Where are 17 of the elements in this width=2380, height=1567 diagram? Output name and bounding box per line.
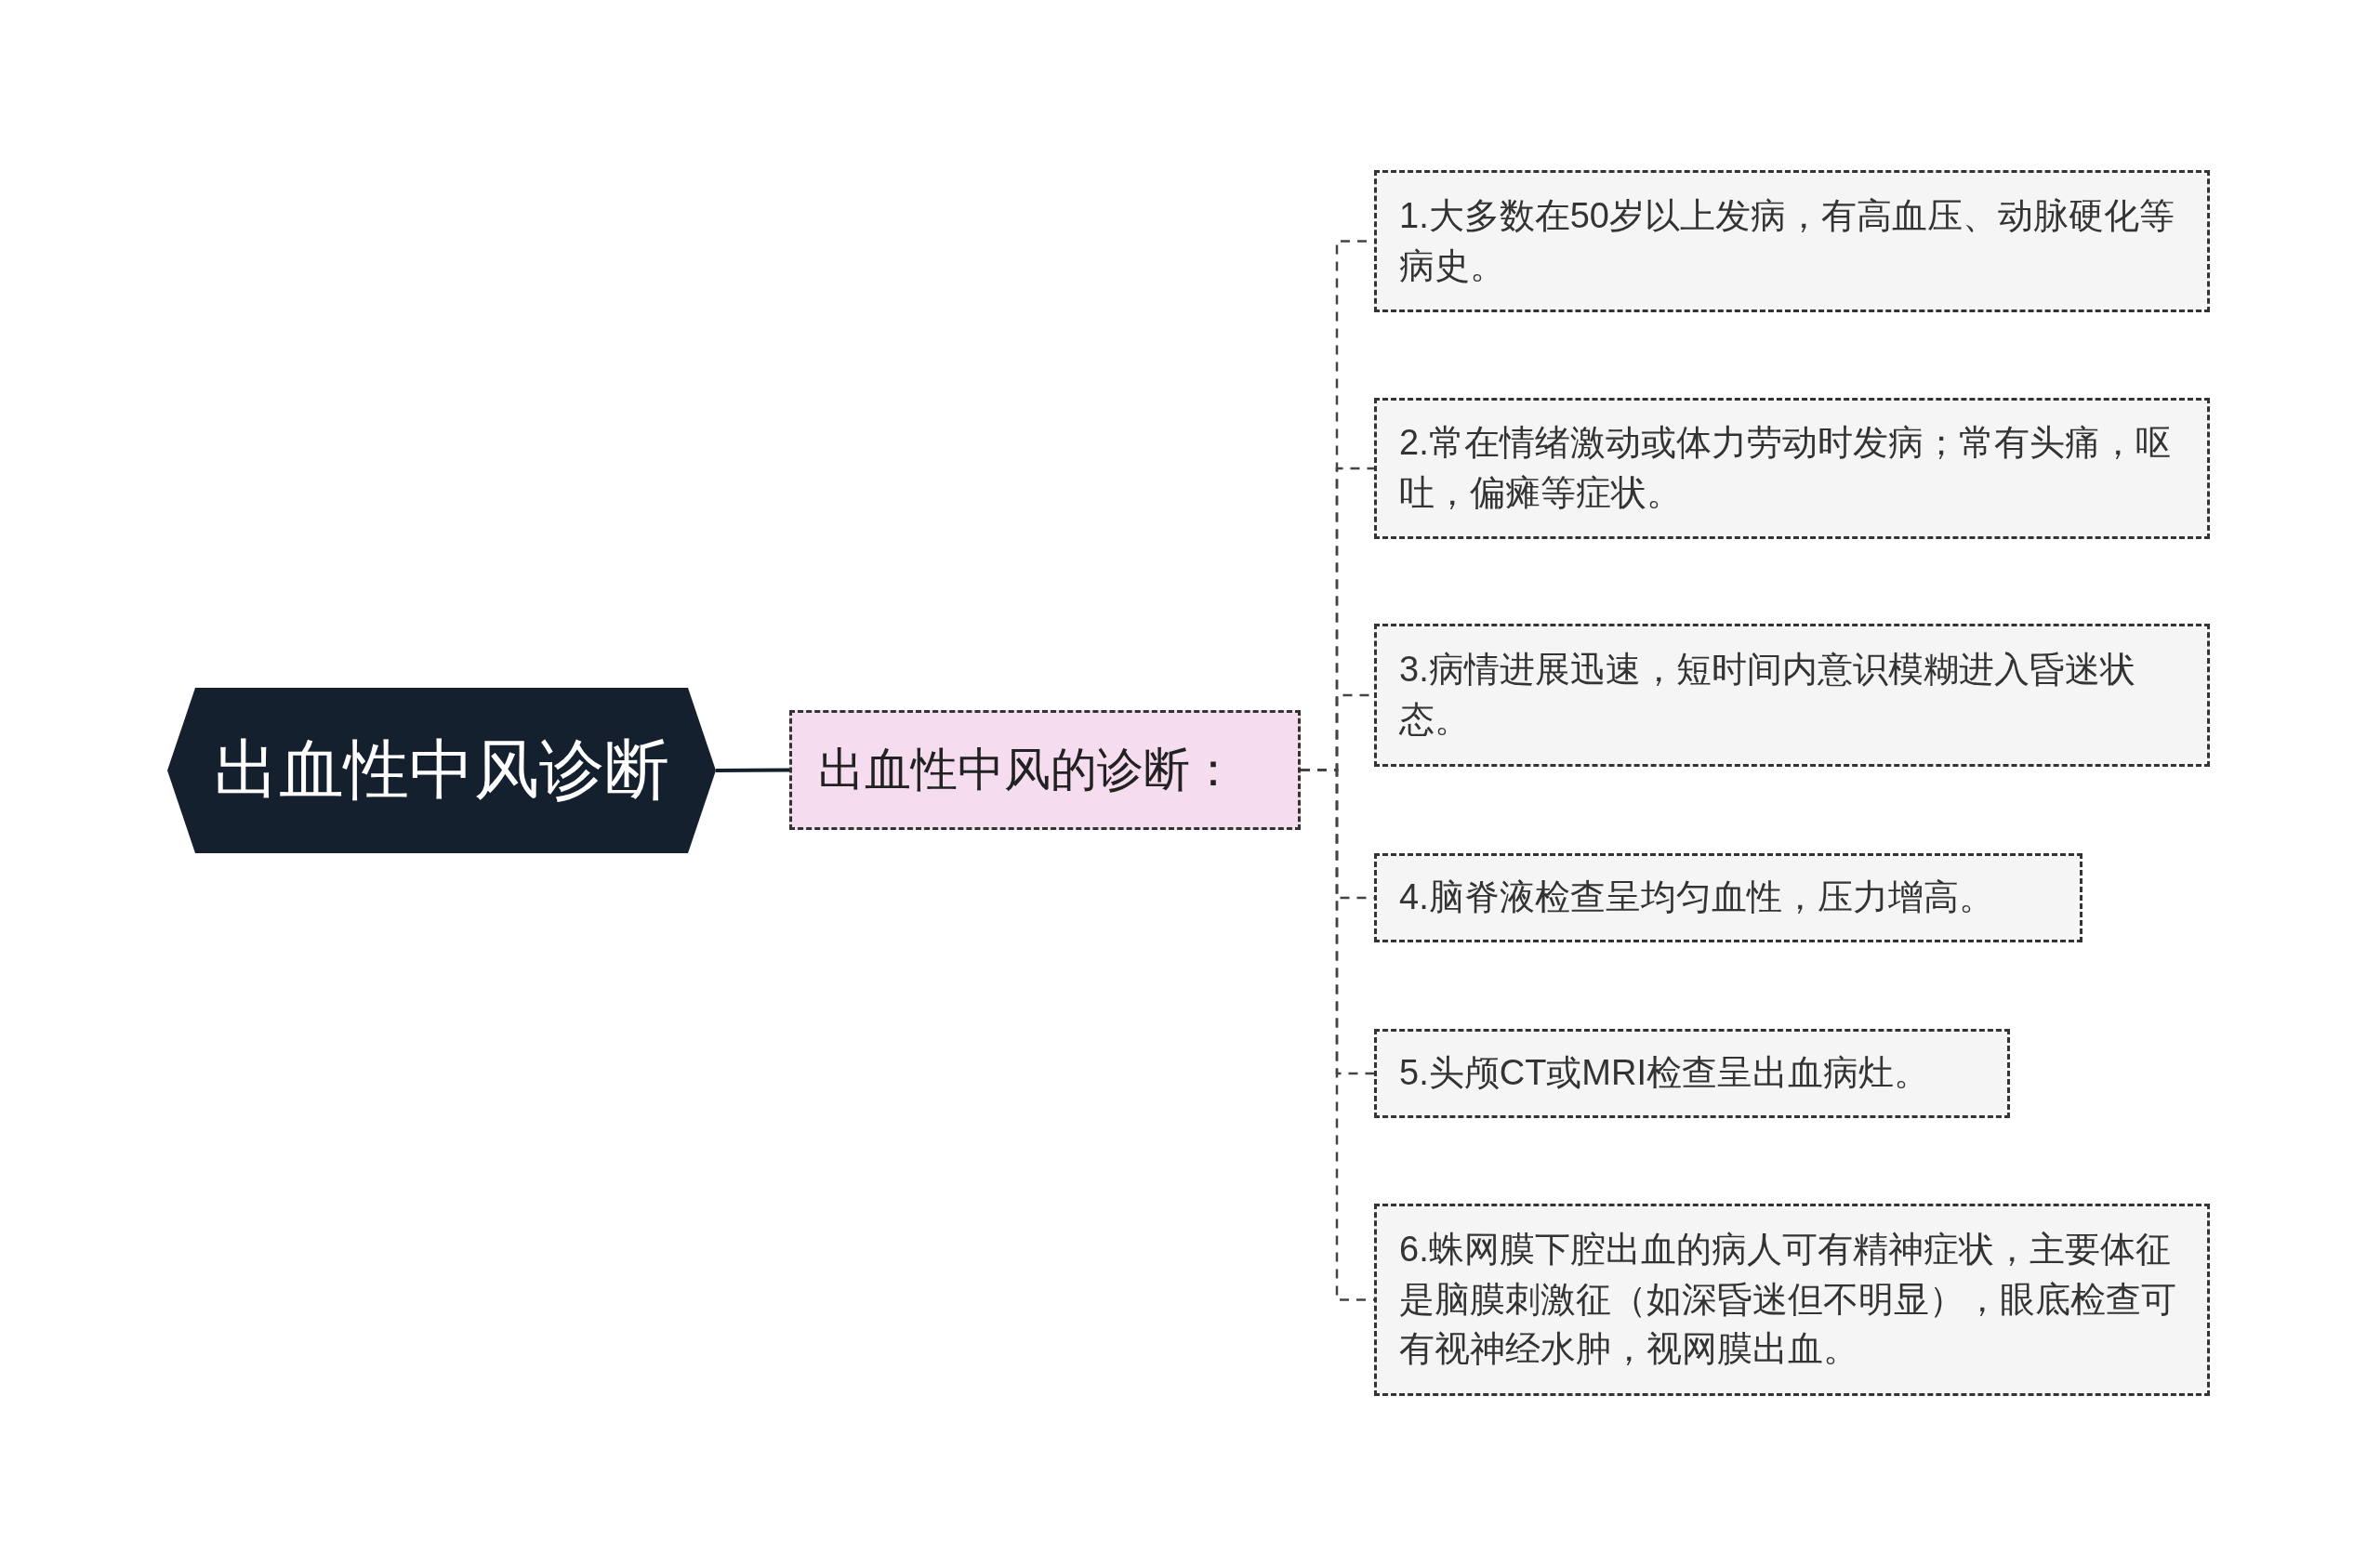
- topic-box: [789, 710, 1301, 830]
- node-text: 4.脑脊液检查呈均匀血性，压力增高。: [1399, 876, 1994, 918]
- node-text: 6.蛛网膜下腔出血的病人可有精神症状，主要体征是脑膜刺激征（如深昏迷但不明显），眼底检查可有视神经水肿，视网膜出血。: [1399, 1228, 2177, 1371]
- detail-box: [1374, 624, 2210, 767]
- node-text: 5.头颅CT或MRI检查呈出血病灶。: [1399, 1052, 1929, 1094]
- node-text: 出血性中风诊断: [214, 732, 669, 809]
- hexagon-node: [167, 688, 716, 853]
- connector-line: [716, 768, 789, 772]
- detail-box: [1374, 398, 2210, 539]
- node-text: 出血性中风的诊断：: [818, 743, 1236, 798]
- detail-box: [1374, 853, 2082, 942]
- node-text: 2.常在情绪激动或体力劳动时发病；常有头痛，呕吐，偏瘫等症状。: [1399, 422, 2172, 514]
- detail-box: [1374, 1204, 2210, 1396]
- detail-box: [1374, 170, 2210, 312]
- node-text: 1.大多数在50岁以上发病，有高血压、动脉硬化等病史。: [1399, 194, 2175, 287]
- detail-box: [1374, 1029, 2010, 1118]
- node-text: 3.病情进展迅速，短时间内意识模糊进入昏迷状态。: [1399, 649, 2136, 741]
